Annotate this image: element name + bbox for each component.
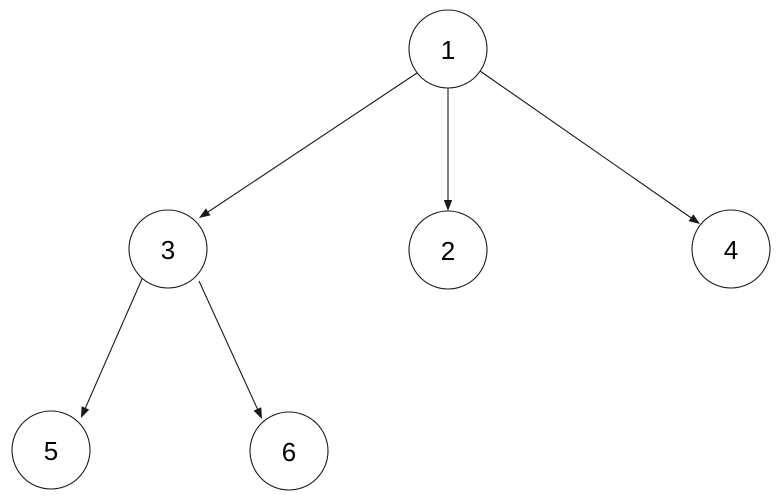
arrowhead-icon [253, 407, 262, 419]
graph-edge [81, 278, 143, 418]
graph-node[interactable]: 5 [11, 410, 91, 490]
edge-line [84, 278, 143, 410]
node-circle[interactable] [691, 209, 771, 289]
arrowhead-icon [688, 214, 700, 224]
edges-layer [81, 70, 700, 419]
node-circle[interactable] [128, 209, 208, 289]
node-circle[interactable] [11, 410, 91, 490]
node-label: 3 [161, 235, 175, 265]
node-circle[interactable] [408, 210, 488, 290]
edge-line [206, 72, 418, 214]
arrowhead-icon [199, 208, 211, 218]
graph-node[interactable]: 2 [408, 210, 488, 290]
node-label: 1 [441, 35, 455, 65]
graph-node[interactable]: 4 [691, 209, 771, 289]
graph-edge [199, 72, 418, 218]
graph-edge [198, 280, 262, 419]
arrowhead-icon [81, 406, 90, 418]
graph-node[interactable]: 6 [249, 411, 329, 491]
node-label: 6 [282, 437, 296, 467]
node-circle[interactable] [249, 411, 329, 491]
node-label: 5 [44, 436, 58, 466]
nodes-layer: 1 2 3 4 5 6 [11, 9, 771, 491]
graph-node[interactable]: 1 [408, 9, 488, 89]
graph-edge [479, 70, 700, 224]
node-circle[interactable] [408, 9, 488, 89]
arrowhead-icon [443, 200, 453, 211]
edge-line [479, 70, 693, 220]
node-label: 4 [724, 235, 738, 265]
node-label: 2 [441, 236, 455, 266]
graph-node[interactable]: 3 [128, 209, 208, 289]
graph-edge [443, 88, 453, 211]
edge-line [198, 280, 259, 412]
